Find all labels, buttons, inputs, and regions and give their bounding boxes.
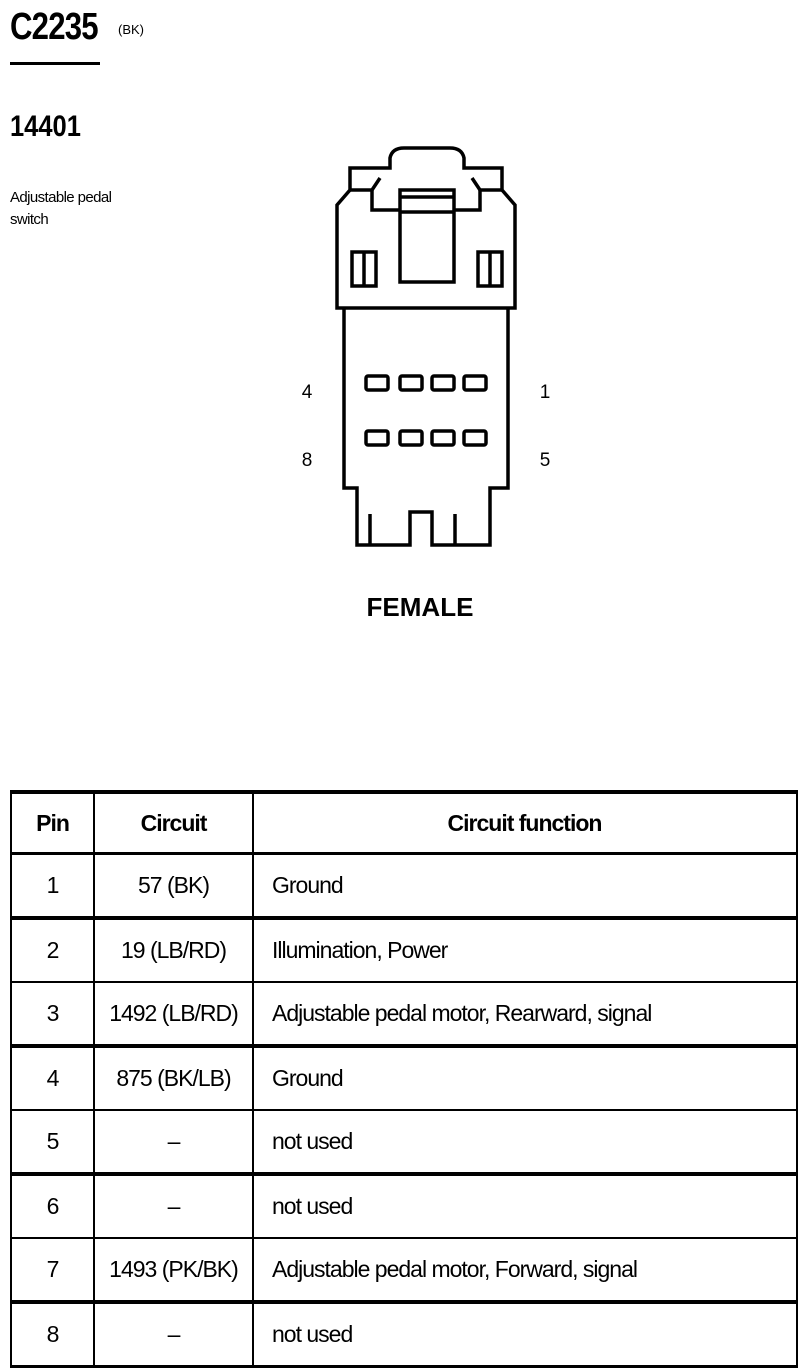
cell-pin: 4 (10, 1045, 95, 1111)
cavity-3 (398, 374, 424, 392)
header-pin: Pin (10, 790, 95, 855)
housing-upper (335, 146, 517, 310)
cell-circuit: – (93, 1109, 254, 1176)
table-row: 3 1492 (LB/RD) Adjustable pedal motor, R… (10, 981, 798, 1048)
table-row: 4 875 (BK/LB) Ground (10, 1045, 798, 1111)
cell-circuit: 57 (BK) (93, 852, 254, 920)
table-row: 2 19 (LB/RD) Illumination, Power (10, 917, 798, 983)
cell-pin: 2 (10, 917, 95, 983)
pin-label-1: 1 (539, 382, 551, 403)
cavity-7 (398, 429, 424, 447)
cavity-4 (364, 374, 390, 392)
cell-circuit: 875 (BK/LB) (93, 1045, 254, 1111)
cell-circuit: 1492 (LB/RD) (93, 981, 254, 1048)
connector-face-diagram (335, 146, 517, 547)
header-circuit: Circuit (93, 790, 254, 855)
connector-id: C2235 (10, 6, 99, 48)
cavity-2 (430, 374, 456, 392)
cavity-1 (462, 374, 488, 392)
cell-function: not used (252, 1301, 798, 1368)
cell-pin: 7 (10, 1237, 95, 1304)
connector-gender: FEMALE (366, 592, 474, 622)
cavity-8 (364, 429, 390, 447)
cell-function: not used (252, 1173, 798, 1239)
table-row: 1 57 (BK) Ground (10, 852, 798, 920)
cell-pin: 6 (10, 1173, 95, 1239)
latch (398, 188, 456, 284)
cell-circuit: 19 (LB/RD) (93, 917, 254, 983)
table-row: 7 1493 (PK/BK) Adjustable pedal motor, F… (10, 1237, 798, 1304)
cell-pin: 1 (10, 852, 95, 920)
cell-function: Adjustable pedal motor, Rearward, signal (252, 981, 798, 1048)
part-description: Adjustable pedal switch (10, 189, 112, 228)
pin-label-5: 5 (539, 450, 551, 471)
housing-lower (342, 308, 510, 547)
pin-label-8: 8 (301, 450, 313, 471)
table-header-row: Pin Circuit Circuit function (10, 790, 798, 855)
cell-function: Illumination, Power (252, 917, 798, 983)
cell-pin: 8 (10, 1301, 95, 1368)
connector-color: (BK) (118, 22, 144, 37)
pin-label-4: 4 (301, 382, 313, 403)
header-circuit-function: Circuit function (252, 790, 798, 855)
cell-circuit: – (93, 1301, 254, 1368)
title-underline (10, 62, 100, 65)
cell-circuit: 1493 (PK/BK) (93, 1237, 254, 1304)
cell-pin: 3 (10, 981, 95, 1048)
cell-function: Ground (252, 1045, 798, 1111)
part-number: 14401 (10, 110, 81, 143)
pinout-table: Pin Circuit Circuit function 1 57 (BK) G… (10, 790, 798, 1368)
cell-function: Ground (252, 852, 798, 920)
cavity-6 (430, 429, 456, 447)
cell-circuit: – (93, 1173, 254, 1239)
cell-function: not used (252, 1109, 798, 1176)
table-row: 5 – not used (10, 1109, 798, 1176)
cavity-5 (462, 429, 488, 447)
table-row: 6 – not used (10, 1173, 798, 1239)
cell-pin: 5 (10, 1109, 95, 1176)
table-row: 8 – not used (10, 1301, 798, 1368)
cell-function: Adjustable pedal motor, Forward, signal (252, 1237, 798, 1304)
